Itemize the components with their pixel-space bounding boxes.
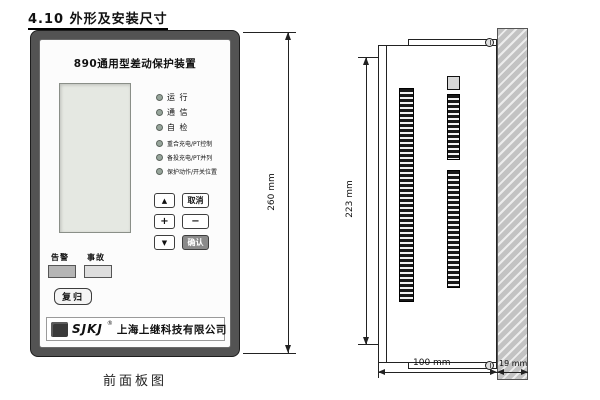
brand-logo-mark	[51, 321, 68, 337]
dim-arrow-icon	[490, 369, 497, 375]
dim-arrow-icon	[363, 337, 369, 345]
wall	[497, 28, 528, 380]
top-mounting-flange	[408, 39, 497, 46]
led-label: 通 信	[167, 108, 189, 117]
dim-arrow-icon	[285, 32, 291, 40]
front-panel: 890通用型差动保护装置 运 行 通 信 自 检 重合充电/PT控制 备投充电/	[39, 39, 231, 348]
up-button: ▲	[154, 193, 175, 208]
dim-arrow-icon	[521, 369, 528, 375]
led-row-backup: 备投充电/PT并列	[156, 153, 212, 162]
confirm-button: 确认	[182, 235, 209, 250]
section-title: 4.10 外形及安装尺寸	[28, 8, 168, 30]
dim-arrow-icon	[285, 345, 291, 353]
front-panel-caption: 前面板图	[102, 374, 167, 389]
led-row-recharge: 重合充电/PT控制	[156, 139, 212, 148]
alarm-window	[48, 265, 76, 278]
led-label: 自 检	[167, 123, 189, 132]
front-bezel-line	[386, 46, 387, 362]
alarm-label: 告警	[51, 253, 69, 262]
dim-100-line	[378, 372, 497, 373]
bottom-mounting-flange	[408, 362, 497, 369]
dim-100-label: 100 mm	[413, 358, 451, 368]
dim-260-label: 260 mm	[267, 173, 277, 211]
lcd-screen	[59, 83, 131, 233]
dim-arrow-icon	[378, 369, 385, 375]
bottom-screw	[485, 361, 494, 370]
terminal-strip-right-lower	[447, 170, 460, 288]
connector-block	[447, 76, 460, 90]
dim-223-line	[366, 57, 367, 345]
fault-window	[84, 265, 112, 278]
top-screw	[485, 38, 494, 47]
dim-223-label: 223 mm	[345, 180, 355, 218]
led-dot	[156, 124, 163, 131]
fault-label: 事故	[87, 253, 105, 262]
dim-19-label: 19 mm	[499, 359, 528, 368]
led-dot	[156, 168, 163, 175]
terminal-strip-right-upper	[447, 94, 460, 160]
led-label: 重合充电/PT控制	[167, 141, 213, 148]
brand-bar: SJKJ ® 上海上继科技有限公司	[46, 317, 227, 341]
front-panel-frame: 890通用型差动保护装置 运 行 通 信 自 检 重合充电/PT控制 备投充电/	[30, 30, 240, 357]
company-name: 上海上继科技有限公司	[116, 323, 227, 336]
down-button: ▼	[154, 235, 175, 250]
led-row-comm: 通 信	[156, 107, 189, 118]
led-dot	[156, 154, 163, 161]
reset-button: 复归	[54, 288, 92, 305]
registered-mark: ®	[106, 320, 113, 327]
screw-slot	[489, 363, 491, 368]
dim-19-line	[497, 372, 528, 373]
dim-arrow-icon	[497, 369, 504, 375]
led-dot	[156, 94, 163, 101]
screw-slot	[489, 40, 491, 45]
led-dot	[156, 140, 163, 147]
led-row-protect: 保护动作/开关位置	[156, 167, 217, 176]
led-row-selfcheck: 自 检	[156, 122, 189, 133]
device-title: 890通用型差动保护装置	[73, 58, 197, 70]
extension-line	[243, 353, 296, 354]
cancel-button: 取消	[182, 193, 209, 208]
dim-260-line	[288, 32, 289, 354]
led-label: 运 行	[167, 93, 189, 102]
plus-button: +	[154, 214, 175, 229]
led-row-run: 运 行	[156, 92, 189, 103]
led-label: 保护动作/开关位置	[167, 169, 218, 176]
terminal-strip-left	[399, 88, 414, 302]
minus-button: −	[182, 214, 209, 229]
extension-line	[243, 32, 296, 33]
brand-name: SJKJ	[72, 322, 103, 336]
dim-arrow-icon	[363, 57, 369, 65]
led-dot	[156, 109, 163, 116]
side-view-body	[378, 45, 497, 363]
led-label: 备投充电/PT并列	[167, 155, 213, 162]
